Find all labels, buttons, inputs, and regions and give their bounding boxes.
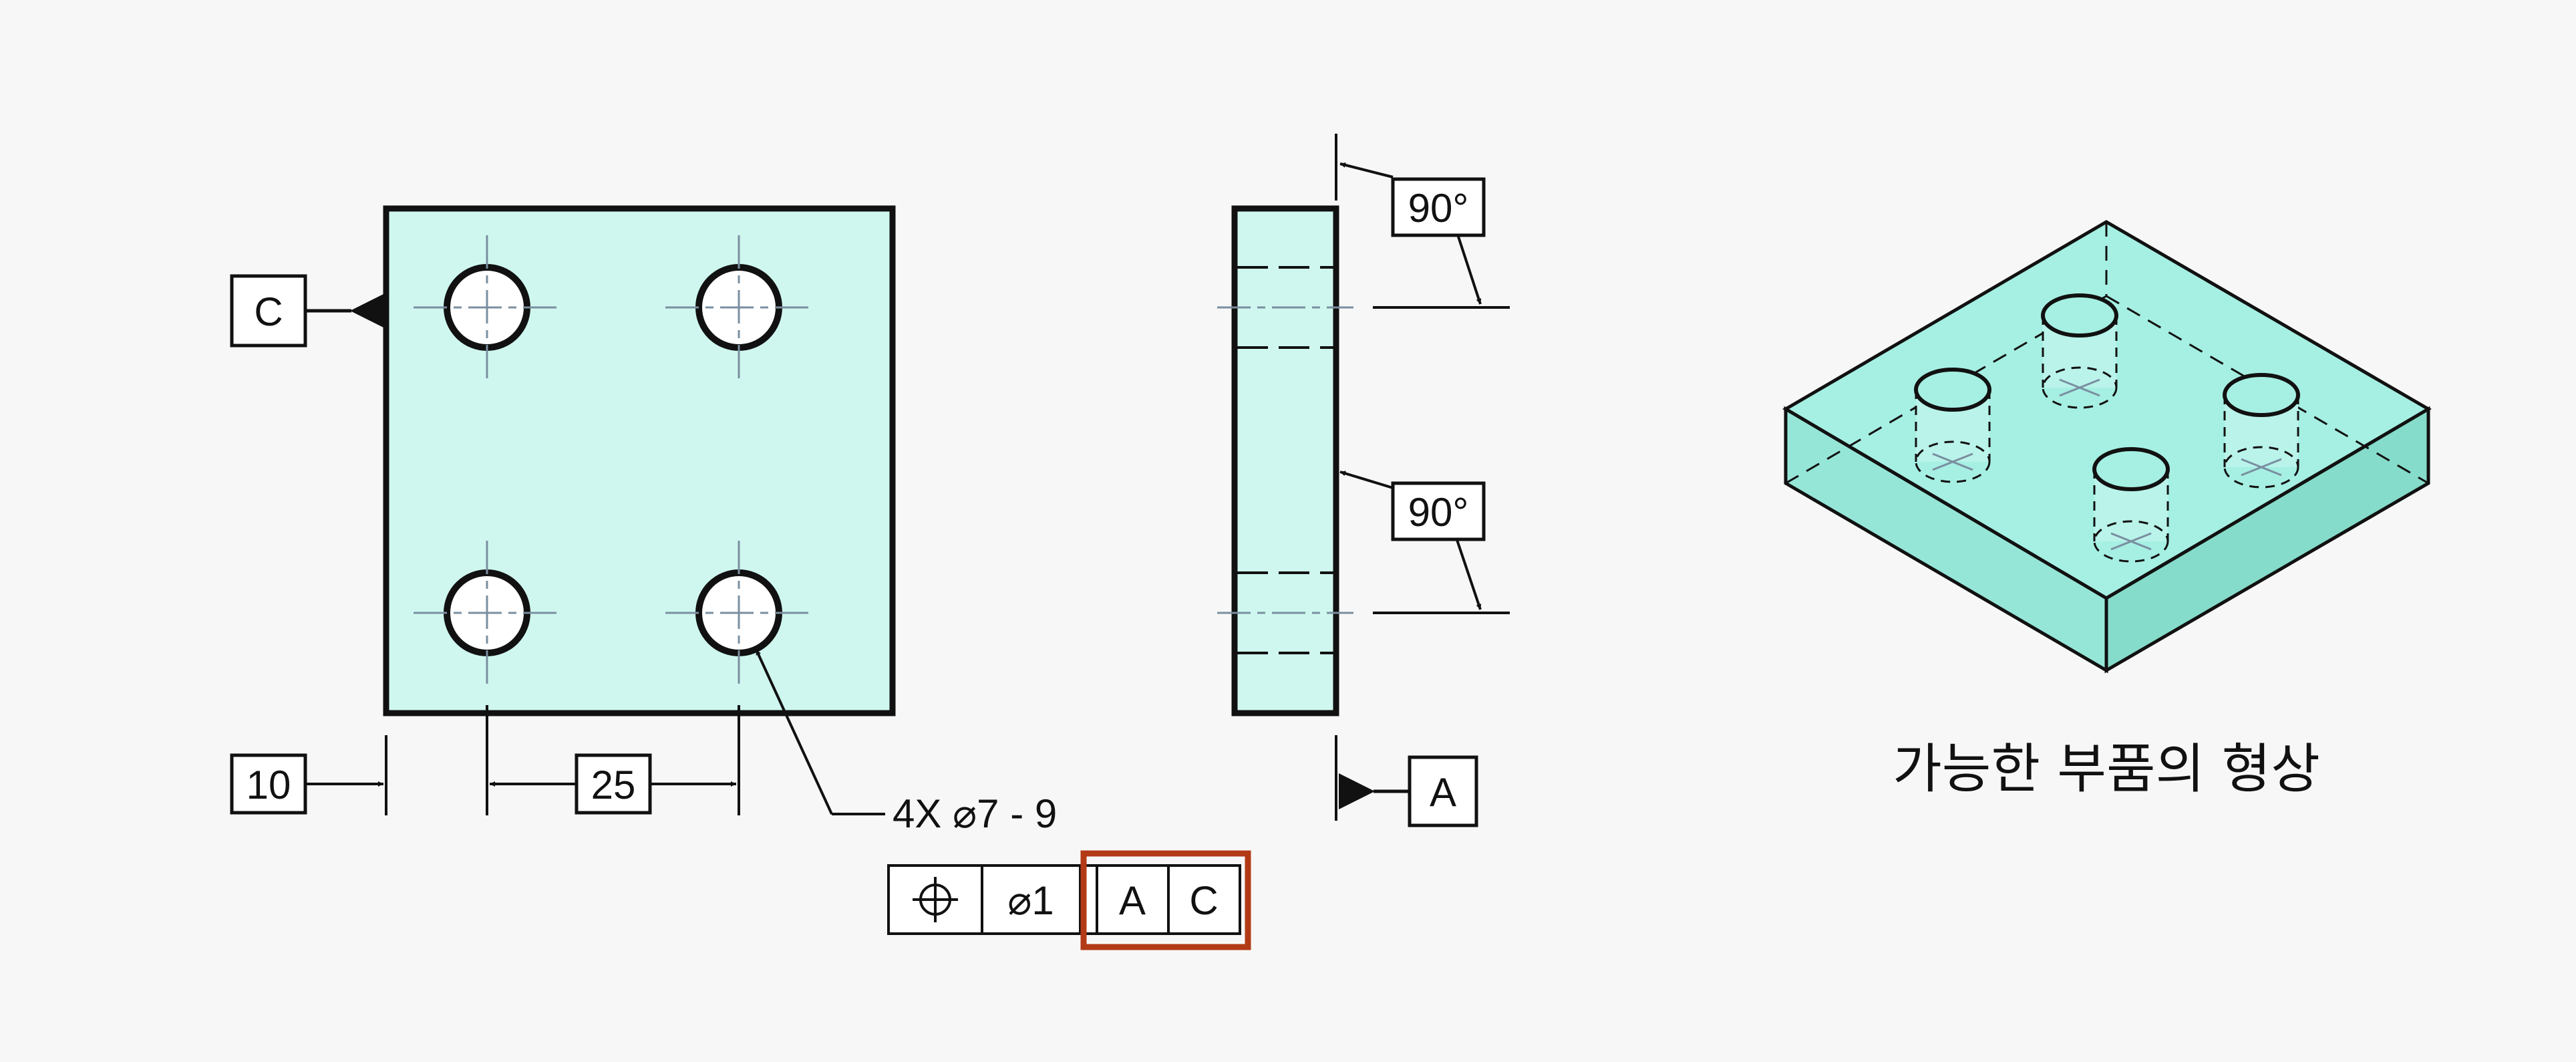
dim-hole-spacing-label: 25 — [591, 763, 636, 807]
angle-upper-label: 90° — [1408, 186, 1469, 231]
side-view-plate — [1231, 205, 1339, 716]
fcf-tolerance: ⌀1 — [1007, 878, 1054, 923]
datum-a-feature: A — [1335, 735, 1478, 827]
side-centerlines — [1217, 306, 1353, 614]
feature-control-frame: ⌀1 A C — [887, 850, 1251, 950]
hole-top-right — [665, 235, 812, 380]
isometric-view: 가능한 부품의 형상 — [1782, 220, 2432, 800]
side-view: 90° 90° A — [1217, 134, 1510, 827]
angle-upper: 90° — [1335, 134, 1510, 309]
datum-c-feature: C — [230, 274, 386, 348]
iso-caption: 가능한 부품의 형상 — [1893, 738, 2320, 800]
iso-hole-right — [2223, 373, 2300, 489]
fcf-datum-2: C — [1189, 878, 1218, 923]
dim-hole-spacing: 25 — [486, 705, 740, 815]
hole-bottom-left — [414, 541, 560, 685]
angle-lower: 90° — [1339, 471, 1510, 614]
dim-edge-offset-label: 10 — [247, 763, 291, 807]
hidden-lines — [1237, 266, 1333, 654]
fcf-datum-1: A — [1119, 878, 1146, 923]
hole-top-left — [414, 235, 560, 380]
iso-hole-front — [2092, 447, 2170, 563]
iso-hole-left — [1914, 368, 1991, 483]
hole-callout-label: 4X ⌀7 - 9 — [893, 791, 1057, 836]
datum-triangle-icon — [350, 293, 386, 329]
position-icon — [913, 877, 958, 922]
iso-hidden-edges — [1785, 222, 2429, 485]
hole-bottom-right — [665, 541, 812, 685]
angle-lower-label: 90° — [1408, 490, 1469, 535]
datum-reference-highlight — [1080, 850, 1251, 950]
dim-edge-offset: 10 — [230, 735, 387, 815]
datum-a-label: A — [1430, 770, 1456, 815]
hole-callout: 4X ⌀7 - 9 — [755, 649, 1057, 836]
iso-hole-back — [2041, 293, 2118, 409]
front-view: C 10 25 4X ⌀7 - 9 — [230, 205, 1251, 950]
datum-c-label: C — [254, 289, 283, 334]
datum-triangle-icon — [1339, 773, 1375, 809]
